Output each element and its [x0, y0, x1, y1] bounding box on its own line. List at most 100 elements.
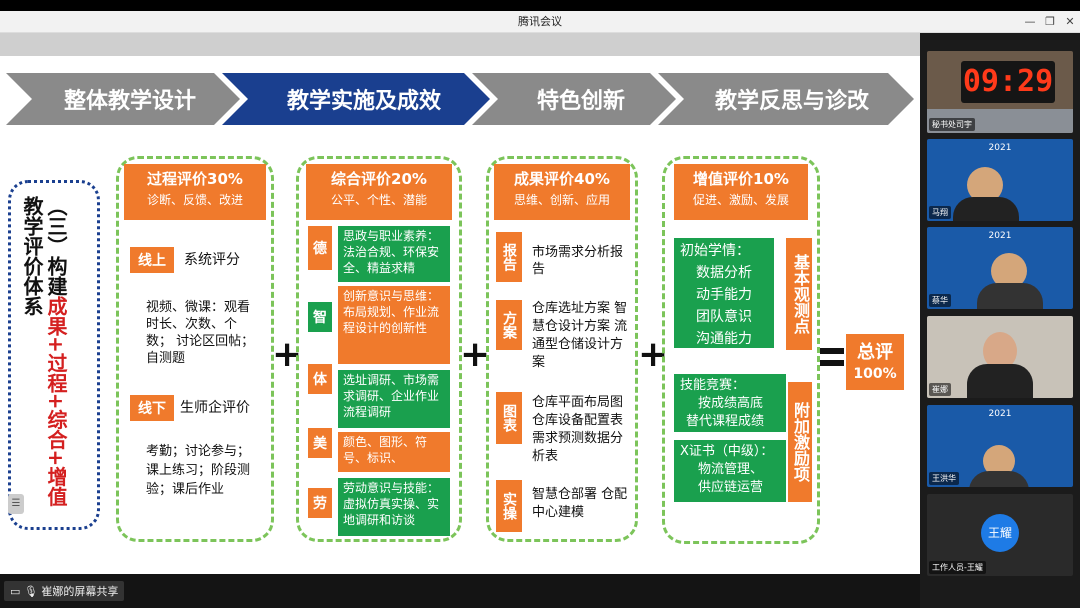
row-zhi-tag: 智: [308, 302, 332, 332]
extra-incentive-label: 附加激励项: [788, 382, 812, 502]
total-value: 100%: [853, 366, 897, 382]
equals-sign-bottom: [820, 360, 844, 366]
plan-tag: 方案: [496, 300, 522, 350]
chevron-2-label[interactable]: 教学实施及成效: [286, 89, 441, 114]
person-head: [983, 332, 1017, 370]
plan-text: 仓库选址方案 智慧仓设计方案 流通型仓储设计方案: [532, 301, 628, 370]
window-title: 腾讯会议: [518, 15, 562, 28]
online-text: 视频、微课：观看时长、次数、个数； 讨论区回帖；自测题: [146, 300, 255, 366]
left-title-part2: 教学评价体系: [20, 196, 44, 316]
comprehensive-eval-box: [296, 156, 462, 542]
participant-name: 王洪华: [929, 472, 959, 485]
x-certificate-title: X证书（中级）：: [680, 444, 774, 459]
participant-name: 工作人员-王耀: [929, 561, 986, 574]
comprehensive-eval-title: 综合评价20%: [331, 170, 427, 188]
chart-text: 仓库平面布局图 仓库设备配置表 需求预测数据分析表: [532, 395, 624, 464]
screen-share-label[interactable]: ▭ 🎙 崔娜的屏幕共享: [4, 581, 125, 601]
initial-status-item: 团队意识: [696, 309, 752, 325]
report-text: 市场需求分析报告: [532, 245, 624, 277]
participant-panel: 09:29 秘书处司宇 2021 马翔 2021 蔡华 崔娜 2021 王洪华 …: [920, 33, 1080, 608]
row-mei-tag: 美: [308, 428, 332, 458]
skill-contest-box: 技能竞赛： 按成绩高底 替代课程成绩: [674, 374, 786, 432]
avatar: 王耀: [981, 514, 1019, 552]
mic-icon: 🎙: [23, 585, 38, 598]
row-lao-text: 劳动意识与技能：虚拟仿真实操、实地调研和访谈: [338, 478, 450, 536]
process-eval-title: 过程评价30%: [147, 170, 243, 188]
left-title-red2: 增值: [44, 466, 68, 507]
outcome-eval-sub: 思维、创新、应用: [513, 193, 610, 207]
participant-name: 马翔: [929, 206, 951, 219]
x-certificate-box: X证书（中级）： 物流管理、 供应链运营: [674, 440, 786, 502]
chevron-2: [222, 73, 490, 125]
person-body: [953, 197, 1019, 221]
report-tag: 报告: [496, 232, 522, 282]
online-label: 系统评分: [184, 252, 240, 268]
participant-name: 蔡华: [929, 294, 951, 307]
initial-status-title: 初始学情：: [680, 243, 750, 259]
left-title: （三）构建成果+过程+综合+增值 教学评价体系: [20, 196, 68, 526]
chevron-1: [6, 73, 240, 125]
initial-status-item: 数据分析: [696, 265, 752, 281]
offline-tag: 线下: [130, 395, 174, 421]
chevron-3-label[interactable]: 特色创新: [536, 89, 625, 114]
participant-tile[interactable]: 2021 马翔: [927, 139, 1073, 221]
banner-text: 2021: [988, 143, 1012, 153]
row-ti-tag: 体: [308, 364, 332, 394]
offline-label: 生师企评价: [180, 400, 250, 416]
comprehensive-eval-header: 综合评价20% 公平、个性、潜能: [306, 164, 452, 220]
participant-tile[interactable]: 王耀 工作人员-王耀: [927, 494, 1073, 576]
person-body: [977, 283, 1043, 309]
equals-sign-top: [820, 348, 844, 354]
outcome-eval-title: 成果评价40%: [514, 170, 610, 188]
plus-sign: +: [460, 334, 491, 375]
person-body: [967, 364, 1033, 398]
skill-contest-item: 替代课程成绩: [686, 414, 765, 429]
process-eval-sub: 诊断、反馈、改进: [146, 193, 243, 207]
left-title-red1: 成果+过程+综合+: [44, 296, 68, 467]
participant-name: 秘书处司宇: [929, 118, 975, 131]
share-label-text: 崔娜的屏幕共享: [41, 585, 119, 598]
row-de-text: 思政与职业素养：法治合规、环保安全、精益求精: [338, 226, 450, 282]
shared-slide: 整体教学设计 教学实施及成效 特色创新 教学反思与诊改 （三）构建成果+过程+综…: [0, 56, 920, 574]
row-zhi-text: 创新意识与思维：布局规划、作业流程设计的创新性: [338, 286, 450, 364]
skill-contest-item: 按成绩高底: [698, 396, 764, 411]
x-certificate-item: 供应链运营: [698, 480, 764, 495]
value-added-eval-header: 增值评价10% 促进、激励、发展: [674, 164, 808, 220]
person-body: [969, 471, 1029, 487]
minimize-icon[interactable]: —: [1024, 15, 1036, 28]
row-lao-tag: 劳: [308, 488, 332, 518]
participant-tile[interactable]: 09:29 秘书处司宇: [927, 51, 1073, 133]
value-added-eval-title: 增值评价10%: [693, 170, 789, 188]
digital-clock: 09:29: [961, 61, 1055, 103]
row-de-tag: 德: [308, 226, 332, 270]
participant-tile[interactable]: 2021 王洪华: [927, 405, 1073, 487]
participant-tile[interactable]: 2021 蔡华: [927, 227, 1073, 309]
value-added-eval-box: [662, 156, 820, 544]
close-icon[interactable]: ✕: [1065, 15, 1075, 28]
chevron-1-label[interactable]: 整体教学设计: [63, 89, 196, 114]
chevron-bar: [6, 73, 914, 125]
offline-text: 考勤；讨论参与；课上练习；阶段测验；课后作业: [146, 444, 251, 497]
banner-text: 2021: [988, 409, 1012, 419]
menu-icon[interactable]: ☰: [8, 494, 24, 514]
practice-text: 智慧仓部署 仓配中心建模: [532, 487, 628, 520]
chevron-3: [472, 73, 676, 125]
left-title-part1: （三）构建: [44, 196, 68, 296]
process-eval-box: [116, 156, 274, 542]
skill-contest-title: 技能竞赛：: [680, 378, 746, 393]
outcome-eval-header: 成果评价40% 思维、创新、应用: [494, 164, 630, 220]
participant-tile[interactable]: 崔娜: [927, 316, 1073, 398]
left-title-box: [8, 180, 100, 530]
window-titlebar: 腾讯会议 — ❐ ✕: [0, 11, 1080, 33]
basic-observation-label: 基本观测点: [786, 238, 812, 350]
restore-icon[interactable]: ❐: [1045, 15, 1055, 28]
chart-tag: 图表: [496, 392, 522, 444]
outcome-eval-box: [486, 156, 638, 542]
chevron-4-label[interactable]: 教学反思与诊改: [714, 89, 869, 114]
total-label: 总评: [857, 342, 893, 363]
banner-text: 2021: [988, 231, 1012, 241]
chevron-4: [658, 73, 914, 125]
share-top-strip: [0, 33, 920, 56]
row-ti-text: 选址调研、市场需求调研、企业作业流程调研: [338, 370, 450, 428]
practice-tag: 实操: [496, 480, 522, 532]
